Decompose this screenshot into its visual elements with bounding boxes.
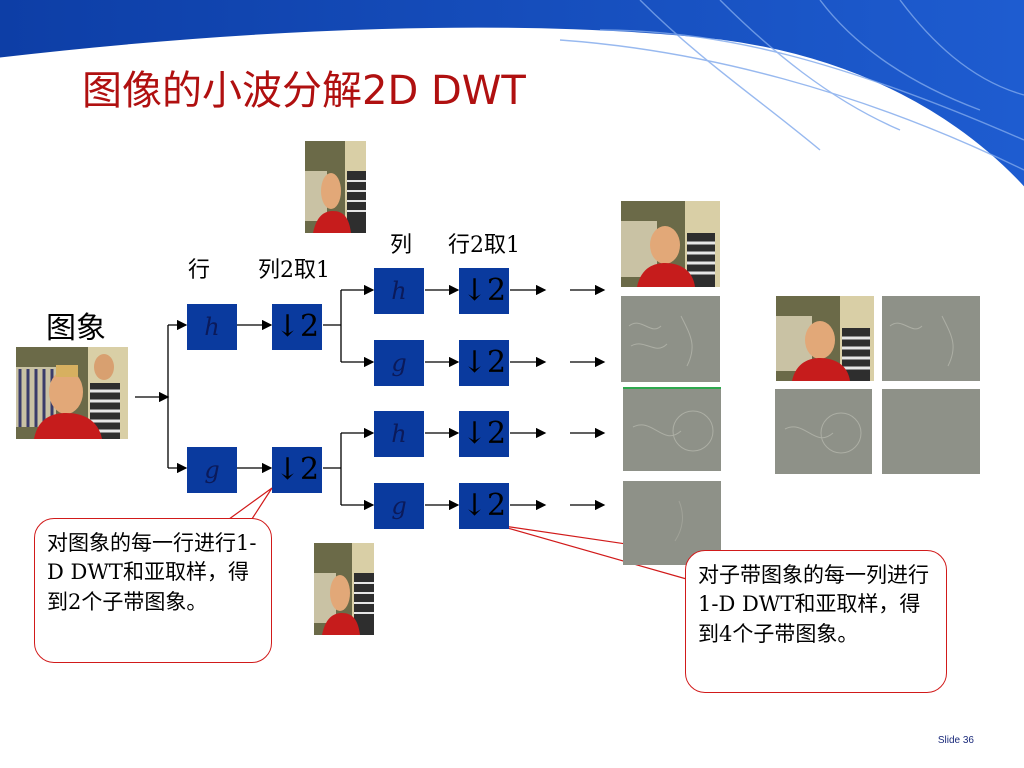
row-highpass-subband-image	[314, 543, 374, 635]
final-LL-subband-image	[776, 296, 874, 381]
downsample-block: ↓2	[459, 411, 509, 457]
downsample-block: ↓2	[459, 268, 509, 314]
final-LH-subband-image	[882, 296, 980, 381]
downsample-factor: 2	[300, 309, 320, 344]
row-highpass-filter-block: g	[187, 447, 237, 493]
lowpass-label: h	[391, 420, 407, 448]
column-downsample-label: 列2取1	[258, 258, 330, 283]
column-filter-label: 列	[390, 233, 413, 258]
down-arrow-icon: ↓	[461, 416, 488, 451]
row-transform-callout: 对图象的每一行进行1-D DWT和亚取样，得到2个子带图象。	[34, 518, 272, 663]
input-image-thumbnail	[16, 347, 128, 439]
down-arrow-icon: ↓	[461, 345, 488, 380]
downsample-factor: 2	[487, 488, 507, 523]
downsample-block: ↓2	[272, 447, 322, 493]
highpass-label: g	[391, 492, 407, 520]
downsample-block: ↓2	[459, 340, 509, 386]
LH-subband-image	[621, 296, 720, 382]
column-highpass-filter-block: g	[374, 340, 424, 386]
down-arrow-icon: ↓	[274, 309, 301, 344]
highpass-label: g	[391, 349, 407, 377]
down-arrow-icon: ↓	[274, 452, 301, 487]
final-HL-subband-image	[775, 389, 872, 474]
downsample-block: ↓2	[272, 304, 322, 350]
row-lowpass-subband-image	[305, 141, 366, 233]
column-lowpass-filter-block: h	[374, 268, 424, 314]
input-image-label: 图象	[46, 311, 106, 346]
column-highpass-filter-block: g	[374, 483, 424, 529]
downsample-block: ↓2	[459, 483, 509, 529]
row-downsample-label: 行2取1	[448, 233, 520, 258]
lowpass-label: h	[391, 277, 407, 305]
downsample-factor: 2	[487, 345, 507, 380]
page-title: 图像的小波分解2D DWT	[82, 68, 526, 114]
header-band	[0, 0, 1024, 192]
final-HH-subband-image	[882, 389, 980, 474]
lowpass-label: h	[204, 313, 220, 341]
slide-number: Slide 36	[937, 735, 974, 746]
downsample-factor: 2	[487, 416, 507, 451]
HL-subband-image	[623, 387, 721, 471]
row-filter-label: 行	[188, 258, 211, 283]
LL-subband-image	[621, 201, 720, 287]
row-lowpass-filter-block: h	[187, 304, 237, 350]
HH-subband-image	[623, 481, 721, 565]
downsample-factor: 2	[487, 273, 507, 308]
down-arrow-icon: ↓	[461, 488, 488, 523]
highpass-label: g	[204, 456, 220, 484]
column-lowpass-filter-block: h	[374, 411, 424, 457]
downsample-factor: 2	[300, 452, 320, 487]
down-arrow-icon: ↓	[461, 273, 488, 308]
column-transform-callout: 对子带图象的每一列进行1-D DWT和亚取样，得到4个子带图象。	[685, 550, 947, 693]
